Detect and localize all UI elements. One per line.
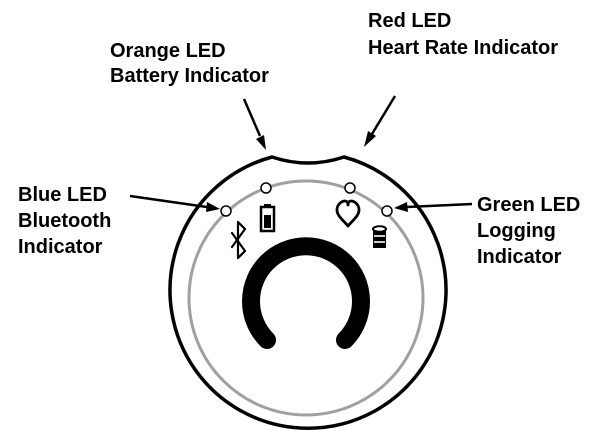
device-inner-ring bbox=[187, 179, 425, 417]
red-callout-line bbox=[370, 95, 397, 135]
heart-icon bbox=[335, 199, 361, 228]
device-outer-body bbox=[168, 155, 448, 430]
database-icon bbox=[372, 225, 387, 248]
logging-label: Logging bbox=[477, 220, 556, 242]
orange-callout-line bbox=[242, 98, 262, 137]
logging-indicator-label: Indicator bbox=[477, 246, 562, 268]
orange-led-dot bbox=[260, 182, 272, 194]
bluetooth-indicator-label: Indicator bbox=[18, 236, 103, 258]
bluetooth-icon bbox=[230, 220, 247, 260]
device-button-arc bbox=[242, 237, 370, 349]
green-led-dot bbox=[381, 205, 393, 217]
orange-led-label: Orange LED bbox=[110, 40, 226, 62]
blue-led-dot bbox=[220, 205, 232, 217]
green-led-label: Green LED bbox=[477, 194, 580, 216]
heart-rate-indicator-label: Heart Rate Indicator bbox=[368, 37, 558, 59]
red-led-label: Red LED bbox=[368, 10, 451, 32]
red-led-dot bbox=[344, 182, 356, 194]
blue-callout-line bbox=[129, 194, 208, 209]
bluetooth-label: Bluetooth bbox=[18, 210, 111, 232]
blue-callout-arrowhead bbox=[206, 202, 220, 212]
green-callout-line bbox=[406, 202, 473, 209]
battery-indicator-label: Battery Indicator bbox=[110, 65, 269, 87]
orange-callout-arrowhead bbox=[256, 135, 266, 150]
green-callout-arrowhead bbox=[394, 202, 408, 212]
red-callout-arrowhead bbox=[364, 131, 376, 147]
blue-led-label: Blue LED bbox=[18, 184, 107, 206]
battery-icon bbox=[259, 204, 276, 233]
